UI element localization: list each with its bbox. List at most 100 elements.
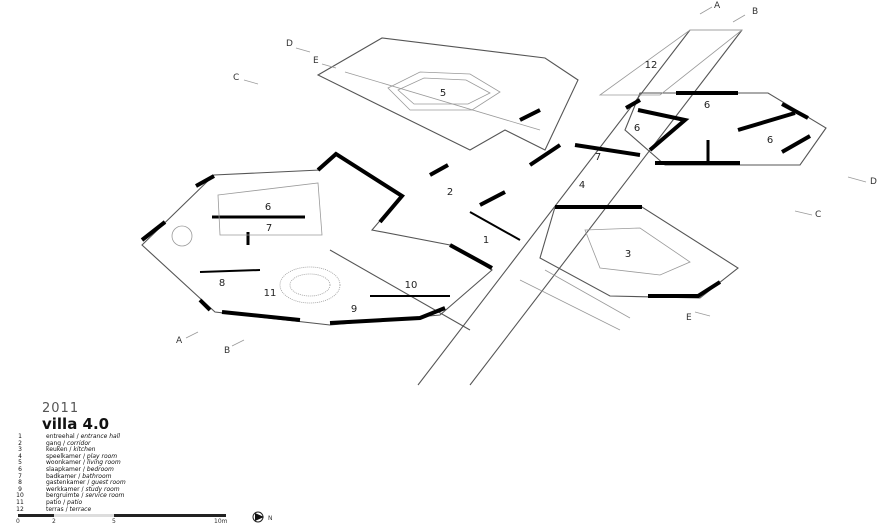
section-mark: C: [233, 73, 239, 83]
legend-dutch: patio: [46, 498, 62, 506]
section-mark: A: [176, 336, 183, 346]
legend-dutch: keuken: [46, 446, 68, 454]
corridor-band: [329, 29, 743, 386]
section-mark: D: [870, 177, 877, 187]
room-label: 9: [351, 304, 357, 315]
legend-number: 9: [18, 485, 22, 493]
kitchen: [469, 190, 739, 299]
legend-item: 4 speelkamer / play room: [8, 452, 308, 461]
legend-item: 2 gang / corridor: [8, 439, 308, 448]
legend-number: 3: [18, 446, 22, 454]
room-label: 6: [265, 202, 271, 213]
room-label: 2: [447, 187, 453, 198]
legend-dutch: slaapkamer: [46, 465, 82, 473]
legend-english: play room: [86, 452, 118, 460]
section-mark: D: [286, 39, 293, 49]
project-title: villa 4.0: [42, 415, 110, 433]
legend-item: 3 keuken / kitchen: [8, 447, 308, 454]
section-mark: E: [313, 56, 319, 66]
legend-item: 8 gastenkamer / guest room: [8, 480, 308, 487]
legend-number: 10: [16, 492, 24, 500]
year: 2011: [42, 401, 80, 416]
section-mark: A: [714, 1, 721, 11]
legend-separator: /: [76, 472, 83, 480]
legend-item: 10 bergruimte / service room: [8, 493, 308, 500]
scale-tick: 2: [52, 518, 56, 525]
room-label: 6: [634, 123, 640, 134]
legend-dutch: terras: [46, 505, 64, 513]
room-label: 7: [595, 152, 601, 163]
left-wing: [140, 151, 493, 326]
scale-tick: 0: [16, 518, 20, 525]
section-mark: E: [686, 313, 692, 323]
legend-item: 9 werkkamer / study room: [8, 485, 308, 494]
room-label: 3: [625, 249, 631, 260]
legend-number: 4: [18, 452, 22, 460]
legend-dutch: gastenkamer: [46, 479, 86, 487]
legend-item: 12 terras / terrace: [8, 505, 308, 514]
legend-english: terrace: [69, 505, 92, 513]
room-legend: 1 entreehal / entrance hall 2 gang / corrid…: [8, 433, 308, 514]
legend-separator: /: [81, 459, 87, 467]
legend-dutch: bergruimte: [46, 492, 80, 500]
legend-english: guest room: [91, 479, 126, 487]
legend-english: study room: [85, 485, 120, 493]
room-label: 12: [645, 60, 658, 71]
legend-dutch: werkkamer: [46, 485, 80, 493]
legend-english: entrance hall: [80, 433, 121, 440]
legend-separator: /: [79, 485, 86, 493]
north-label: N: [268, 515, 273, 522]
room-label: 1: [483, 235, 489, 246]
section-mark: B: [224, 346, 230, 356]
room-label: 5: [440, 88, 446, 99]
legend-separator: /: [79, 492, 86, 500]
scale-tick: 5: [112, 518, 116, 525]
legend-number: 8: [18, 479, 22, 487]
legend-separator: /: [61, 498, 68, 506]
legend-separator: /: [85, 479, 92, 487]
bedroom-wing: [429, 91, 827, 177]
legend-dutch: woonkamer: [46, 459, 82, 467]
legend-separator: /: [81, 465, 87, 473]
room-labels: 5 12 6 6 6 7 4 2 6 7 1 3 8 11 10 9: [219, 60, 773, 315]
legend-number: 12: [16, 505, 24, 513]
legend-english: bathroom: [82, 472, 112, 480]
legend-dutch: speelkamer: [46, 452, 82, 460]
north-arrow-icon: [252, 511, 264, 523]
legend-english: kitchen: [73, 446, 96, 454]
legend-dutch: entreehal: [46, 433, 75, 440]
legend-dutch: badkamer: [46, 472, 77, 480]
room-label: 6: [704, 100, 710, 111]
legend-english: service room: [85, 492, 125, 500]
legend-separator: /: [67, 446, 74, 454]
room-label: 8: [219, 278, 225, 289]
room-label: 11: [264, 288, 277, 299]
legend-separator: /: [63, 505, 70, 513]
legend-separator: /: [81, 452, 87, 460]
section-mark: B: [752, 7, 758, 17]
legend-item: 7 badkamer / bathroom: [8, 472, 308, 481]
legend-separator: /: [61, 439, 67, 447]
legend-dutch: gang: [46, 439, 62, 447]
legend-english: patio: [67, 498, 83, 506]
room-label: 10: [405, 280, 418, 291]
legend-number: 7: [18, 472, 22, 480]
legend-english: corridor: [66, 439, 91, 447]
legend-english: living room: [86, 459, 121, 467]
living-room: [316, 37, 579, 151]
room-label: 7: [266, 223, 272, 234]
scale-tick: 10m: [214, 518, 228, 525]
scale-bar: 0 2 5 10m N: [8, 511, 288, 526]
legend-number: 2: [18, 439, 22, 447]
terrace: [598, 29, 744, 96]
legend-number: 6: [18, 465, 22, 473]
legend-english: bedroom: [86, 465, 114, 473]
legend-number: 1: [18, 433, 22, 440]
section-mark: C: [815, 210, 821, 220]
room-label: 4: [579, 180, 585, 191]
section-marks: A B D E C D C E A B: [176, 1, 877, 356]
room-label: 6: [767, 135, 773, 146]
